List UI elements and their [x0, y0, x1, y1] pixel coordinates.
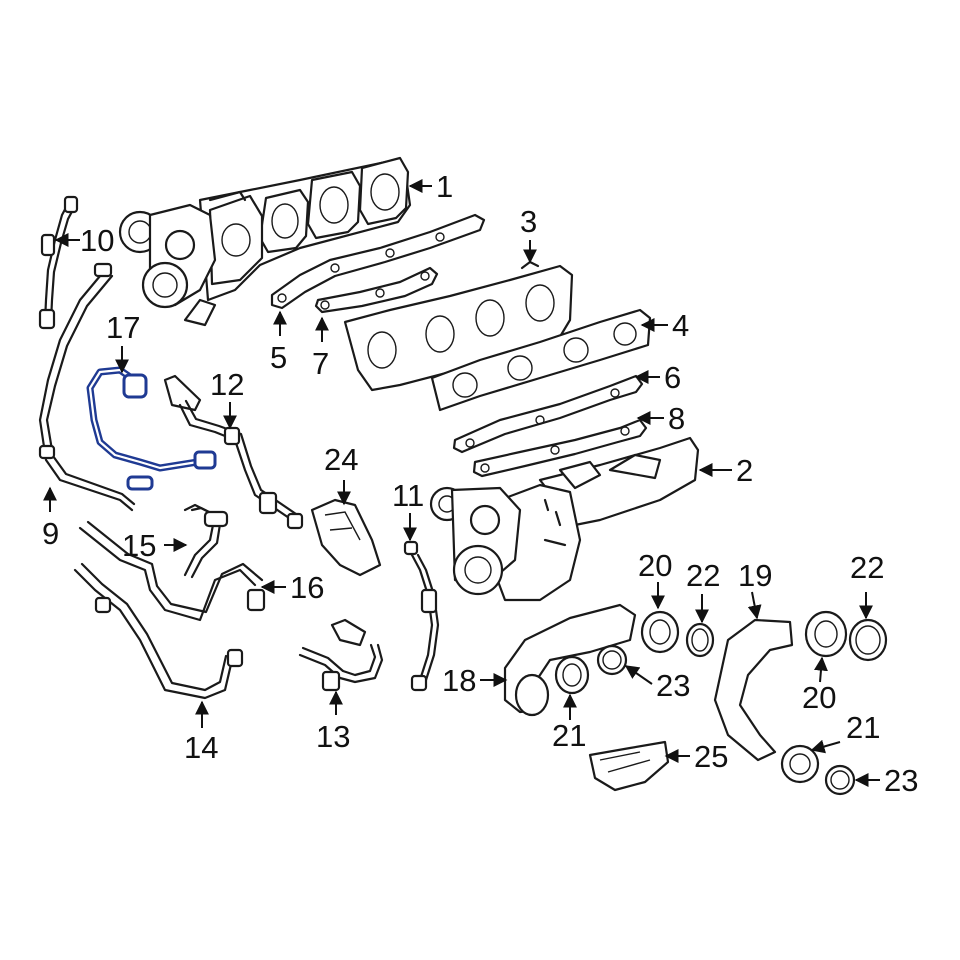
callout-labels: 1 2 3 4 5 6 7 8 9 10 11 12 13 14 15 16 1…	[42, 169, 918, 798]
callout-11: 11	[392, 478, 424, 513]
callout-8: 8	[668, 401, 685, 436]
part-2-turbo-manifold-assembly[interactable]	[429, 436, 700, 602]
callout-12: 12	[210, 367, 244, 402]
part-18-intake-pipe[interactable]	[503, 603, 637, 717]
part-6-gasket[interactable]	[452, 374, 644, 454]
callout-4: 4	[672, 308, 689, 343]
part-13-pipe[interactable]	[298, 618, 384, 692]
part-16-pipe[interactable]	[78, 520, 266, 622]
part-22-clamp-left[interactable]	[685, 622, 715, 658]
part-12-pipe[interactable]	[163, 374, 304, 530]
part-3-heat-shield[interactable]	[343, 260, 574, 392]
part-20-coupler-left[interactable]	[640, 610, 680, 654]
part-11-sensor[interactable]	[403, 540, 440, 692]
callout-21-left: 21	[552, 718, 586, 753]
callout-20-right: 20	[802, 680, 836, 715]
callout-3: 3	[520, 204, 537, 239]
part-1-turbo-manifold-assembly[interactable]	[118, 156, 412, 327]
callout-13: 13	[316, 719, 350, 754]
callout-9: 9	[42, 516, 59, 551]
part-10-sensor-cable[interactable]	[38, 195, 79, 330]
callout-20-left: 20	[638, 548, 672, 583]
part-24-heat-shield[interactable]	[310, 498, 382, 577]
part-7-gasket[interactable]	[314, 266, 439, 314]
callout-1: 1	[436, 169, 453, 204]
part-8-gasket[interactable]	[472, 418, 648, 478]
callout-22-right: 22	[850, 550, 884, 585]
part-20-coupler-right[interactable]	[804, 610, 848, 658]
callout-19: 19	[738, 558, 772, 593]
callout-2: 2	[736, 453, 753, 488]
part-25-heat-shield[interactable]	[588, 740, 670, 792]
leader-lines	[43, 179, 880, 787]
callout-5: 5	[270, 340, 287, 375]
callout-6: 6	[664, 360, 681, 395]
callout-24: 24	[324, 442, 358, 477]
callout-14: 14	[184, 730, 218, 765]
part-15-pipe[interactable]	[183, 503, 229, 579]
part-14-pipe[interactable]	[73, 562, 244, 700]
callout-10: 10	[80, 223, 114, 258]
callout-21-right: 21	[846, 710, 880, 745]
part-9-pipe[interactable]	[38, 262, 136, 512]
callout-15: 15	[122, 528, 156, 563]
callout-16: 16	[290, 570, 324, 605]
callout-17: 17	[106, 310, 140, 345]
callout-23-right: 23	[884, 763, 918, 798]
callout-23-left: 23	[656, 668, 690, 703]
part-5-gasket[interactable]	[270, 213, 486, 310]
part-21-coupler-right[interactable]	[780, 744, 820, 784]
callout-18: 18	[442, 663, 476, 698]
part-19-intake-hose[interactable]	[713, 618, 794, 762]
callout-7: 7	[312, 346, 329, 381]
part-17-highlighted-pipe[interactable]	[86, 366, 217, 491]
part-21-coupler-left[interactable]	[554, 655, 590, 695]
part-23-clamp-right[interactable]	[824, 764, 856, 796]
callout-25: 25	[694, 739, 728, 774]
part-22-clamp-right[interactable]	[848, 618, 888, 662]
callout-22-left: 22	[686, 558, 720, 593]
part-23-clamp-left[interactable]	[596, 644, 628, 676]
